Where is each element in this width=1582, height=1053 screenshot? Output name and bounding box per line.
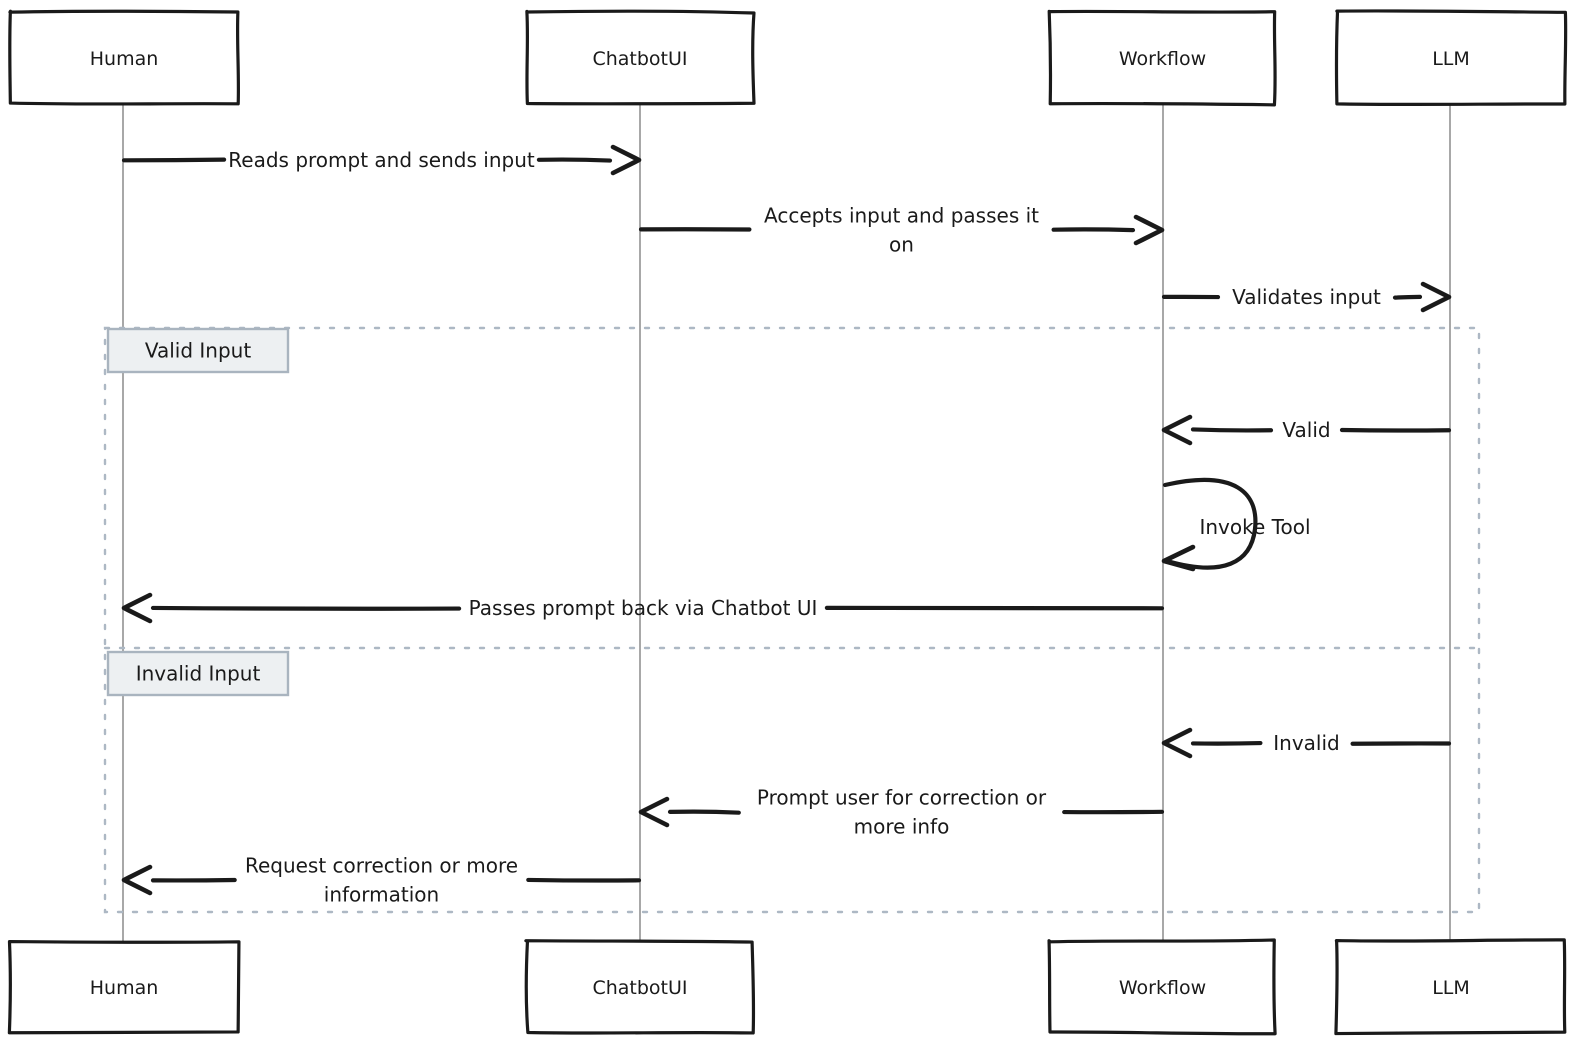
actor-box-workflow — [1047, 9, 1277, 107]
alt-fragment-tag-label-valid: Valid Input — [145, 339, 251, 363]
actor-label-llm: LLM — [1432, 977, 1470, 999]
actor-workflow-bottom[interactable]: Workflow — [1047, 938, 1277, 1036]
actor-label-human: Human — [90, 977, 159, 999]
message-line-right — [1392, 294, 1423, 300]
actor-box-llm — [1334, 9, 1568, 107]
message-label-m3: Validates input — [1232, 285, 1381, 309]
actor-chatbotui-top[interactable]: ChatbotUI — [525, 9, 756, 106]
actor-label-human: Human — [90, 48, 159, 70]
message-label-m4: Valid — [1282, 418, 1330, 442]
arrow-head — [1420, 281, 1452, 313]
self-loop-path — [1162, 477, 1258, 570]
actor-llm-bottom[interactable]: LLM — [1334, 938, 1567, 1036]
arrow-head — [638, 796, 670, 828]
message-m5[interactable]: Invoke Tool — [1161, 477, 1311, 572]
alt-fragment-tag-box-valid — [106, 327, 290, 374]
message-m4[interactable]: Valid — [1161, 414, 1452, 446]
actor-box-chatbotui — [524, 939, 756, 1035]
message-line-left — [1190, 740, 1263, 746]
actor-box-workflow — [1047, 938, 1277, 1036]
alt-fragment-tag-valid[interactable]: Valid Input — [106, 327, 290, 374]
actor-llm-top[interactable]: LLM — [1334, 9, 1568, 107]
actor-label-workflow: Workflow — [1119, 977, 1206, 999]
message-line-right — [1051, 227, 1136, 233]
actor-box-human — [7, 939, 241, 1035]
message-m1[interactable]: Reads prompt and sends input — [121, 144, 642, 176]
message-line-right — [526, 877, 642, 883]
actor-chatbotui-bottom[interactable]: ChatbotUI — [524, 939, 756, 1035]
actor-box-llm — [1334, 938, 1567, 1036]
message-line-left — [667, 809, 741, 815]
actor-human-top[interactable]: Human — [8, 9, 241, 106]
arrow-head — [1161, 544, 1196, 572]
actor-label-chatbotui: ChatbotUI — [592, 48, 687, 70]
actor-label-workflow: Workflow — [1119, 48, 1206, 70]
actor-box-chatbotui — [525, 9, 756, 106]
message-label-m5: Invoke Tool — [1199, 515, 1310, 539]
message-label-m1: Reads prompt and sends input — [228, 148, 535, 172]
message-m6[interactable]: Passes prompt back via Chatbot UI — [121, 592, 1165, 624]
lifelines-layer — [122, 104, 1451, 941]
arrow-head — [610, 144, 642, 176]
message-line-left — [150, 605, 462, 611]
actor-label-chatbotui: ChatbotUI — [592, 977, 687, 999]
arrow-head — [1133, 214, 1165, 246]
message-m7[interactable]: Invalid — [1161, 727, 1452, 759]
actor-workflow-top[interactable]: Workflow — [1047, 9, 1277, 107]
actor-label-llm: LLM — [1432, 48, 1470, 70]
alt-fragment-tag-invalid[interactable]: Invalid Input — [106, 650, 290, 697]
actor-box-human — [8, 9, 241, 106]
message-line-left — [121, 157, 227, 163]
message-label-m7: Invalid — [1273, 731, 1339, 755]
message-line-right — [536, 157, 613, 163]
arrow-head — [1161, 414, 1193, 446]
arrow-head — [121, 592, 153, 624]
message-line-right — [1339, 427, 1452, 433]
arrow-head — [121, 864, 153, 896]
alt-fragment-tag-box-invalid — [106, 650, 290, 697]
alt-fragment-tag-label-invalid: Invalid Input — [136, 662, 261, 686]
arrow-head — [1161, 727, 1193, 759]
message-label-m6: Passes prompt back via Chatbot UI — [469, 596, 818, 620]
message-m3[interactable]: Validates input — [1161, 281, 1452, 313]
alt-block-border — [103, 326, 1481, 914]
message-line-left — [1190, 427, 1274, 433]
actor-human-bottom[interactable]: Human — [7, 939, 241, 1035]
alt-block-layer — [103, 326, 1481, 914]
